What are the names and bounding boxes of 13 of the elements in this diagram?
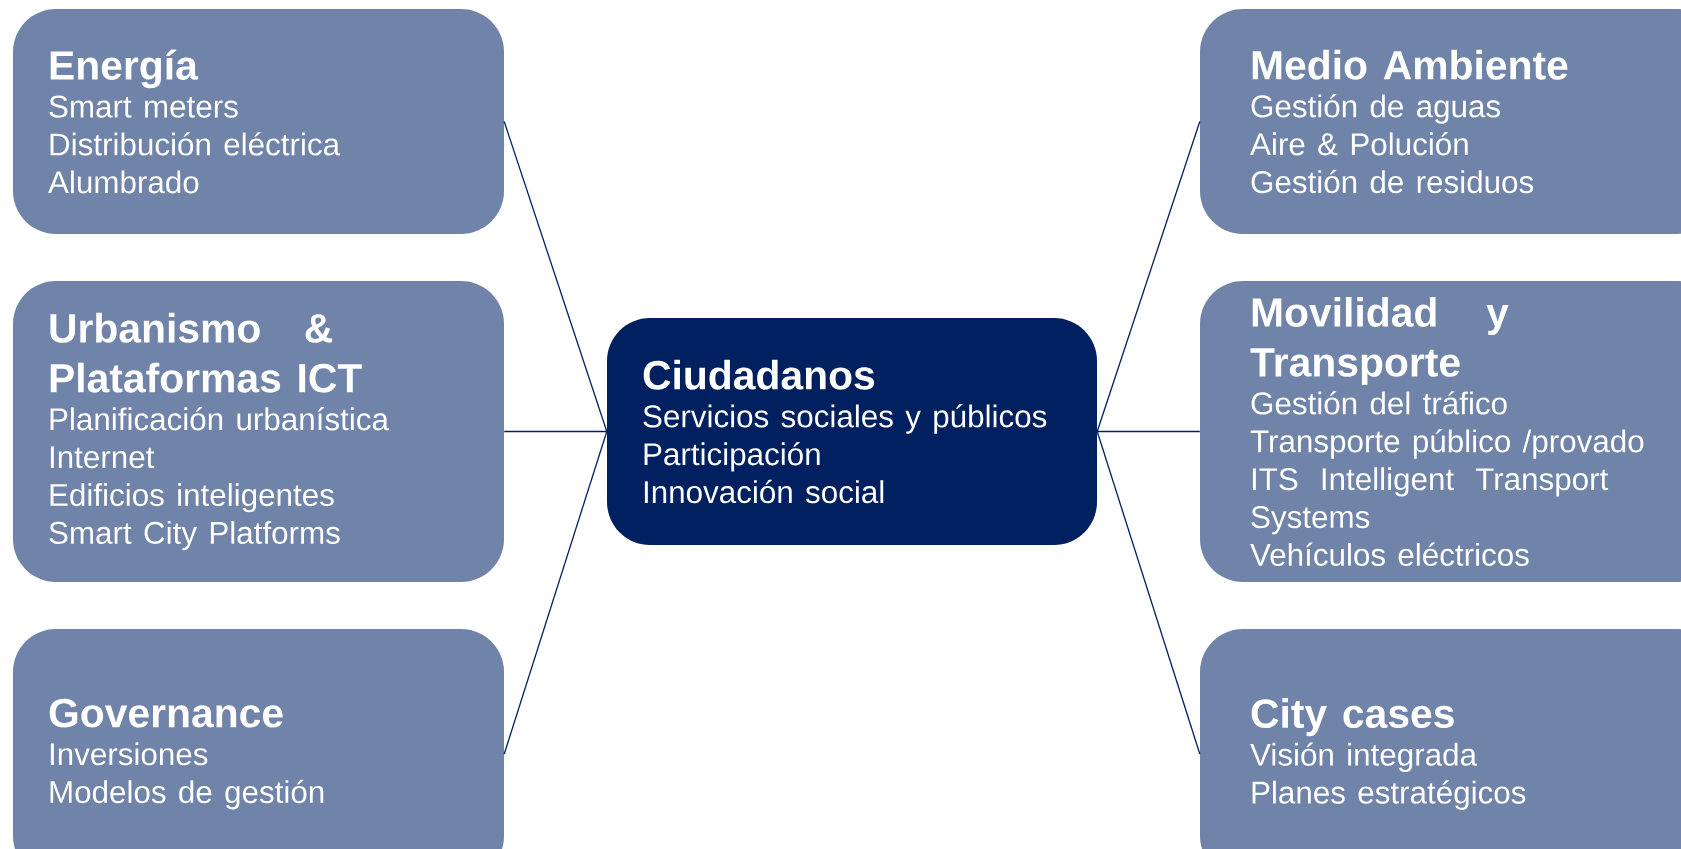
connector-line — [503, 120, 608, 433]
topic-box: Ciudadanos Servicios sociales y públicos Participación Innovación social — [607, 318, 1097, 545]
connector-line — [1096, 430, 1201, 433]
connector-line — [503, 430, 608, 433]
connector-line — [1096, 120, 1201, 433]
topic-box: Medio Ambiente Gestión de aguas Aire & Polución Gestión de residuos — [1200, 9, 1681, 234]
topic-box: Governance Inversiones Modelos de gestión — [13, 629, 504, 849]
connector-line — [1096, 430, 1201, 755]
topic-box: Movilidad y Transporte Gestión del tráfico Transporte público /provado ITS Intelligent Transport Systems Vehículos eléctricos — [1200, 281, 1681, 582]
topic-box: City cases Visión integrada Planes estratégicos — [1200, 629, 1681, 849]
topic-box: Energía Smart meters Distribución eléctrica Alumbrado — [13, 9, 504, 234]
topic-box: Urbanismo & Plataformas ICT Planificación urbanística Internet Edificios inteligentes Smart City Platforms — [13, 281, 504, 582]
connector-line — [503, 430, 608, 755]
